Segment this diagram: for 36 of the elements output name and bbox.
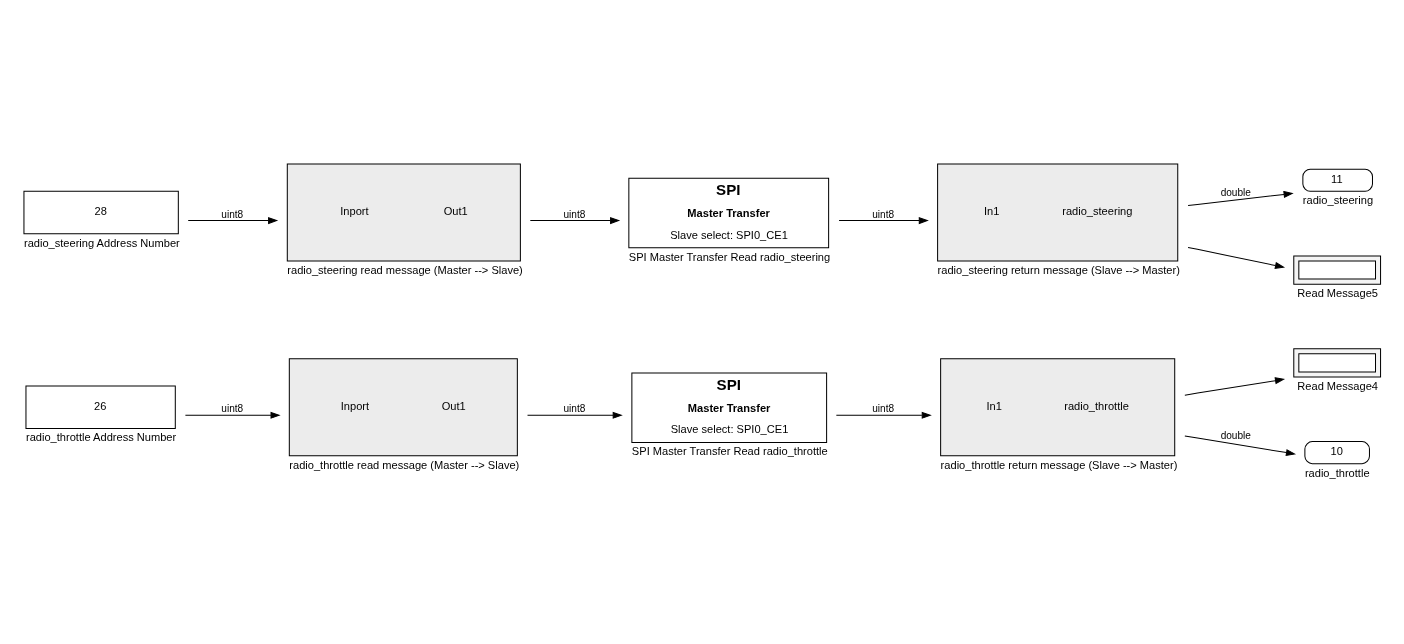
node-label: SPI Master Transfer Read radio_steering xyxy=(628,250,831,263)
arrow xyxy=(187,217,279,225)
edge-label: uint8 xyxy=(221,403,244,415)
arrow xyxy=(184,411,281,419)
edge-label: double xyxy=(1220,187,1251,199)
node-label: radio_steering Address Number xyxy=(23,236,180,249)
arrow xyxy=(835,411,932,419)
edge-label: uint8 xyxy=(563,208,586,220)
node-box: 10 xyxy=(1304,441,1370,465)
edge-label: uint8 xyxy=(563,403,586,415)
node-box: 11 xyxy=(1302,168,1373,192)
node-label: radio_steering xyxy=(1302,194,1374,207)
node-label: radio_throttle xyxy=(1304,466,1370,479)
arrow xyxy=(527,411,623,419)
edge-label: double xyxy=(1220,429,1251,441)
node-label: radio_steering read message (Master --> Slave) xyxy=(287,263,523,276)
arrow xyxy=(1184,377,1286,396)
node-box: SPI Master Transfer Slave select: SPI0_CE1 xyxy=(631,372,828,444)
node-label: Read Message4 xyxy=(1297,379,1378,392)
node-label: radio_steering return message (Slave --> Master) xyxy=(937,263,1180,276)
node-box: 26 xyxy=(25,385,176,429)
arrow xyxy=(1184,435,1297,457)
edge-label: uint8 xyxy=(872,403,895,415)
arrow xyxy=(1187,246,1286,269)
node-box: 28 xyxy=(23,190,179,235)
node-box: SPI Master Transfer Slave select: SPI0_CE1 xyxy=(628,177,830,249)
arrow xyxy=(1187,190,1294,207)
node-label: radio_throttle read message (Master --> Slave) xyxy=(289,458,520,471)
node-label: SPI Master Transfer Read radio_throttle xyxy=(631,445,828,458)
node-label: radio_throttle return message (Slave --> Master) xyxy=(940,458,1178,471)
arrow xyxy=(529,217,621,225)
arrow xyxy=(838,217,929,225)
node-label: Read Message5 xyxy=(1297,287,1378,300)
edge-label: uint8 xyxy=(872,208,895,220)
node-label: radio_throttle Address Number xyxy=(25,431,177,444)
edge-label: uint8 xyxy=(221,208,244,220)
